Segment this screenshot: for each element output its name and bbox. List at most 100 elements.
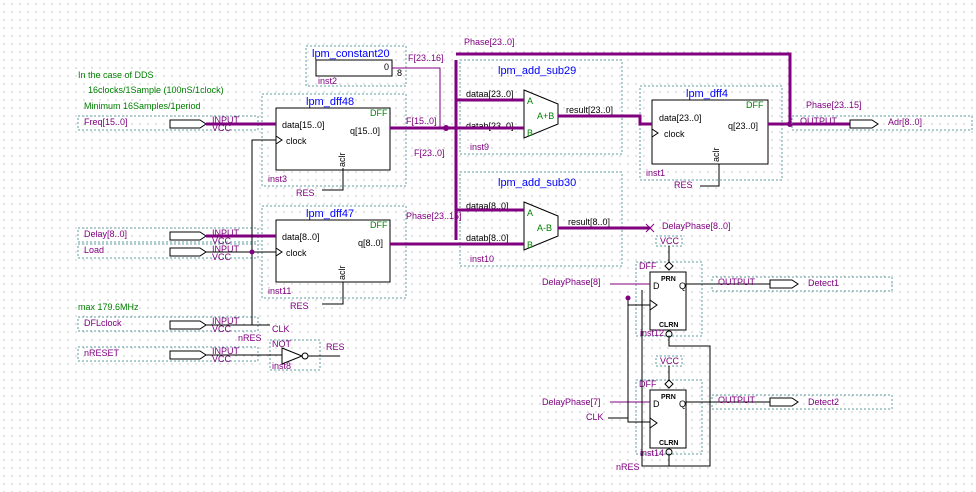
- port-adr-label: Adr[8..0]: [888, 117, 922, 127]
- dff48-type: DFF: [370, 108, 388, 118]
- ff12-clrn: CLRN: [659, 322, 678, 329]
- ff12-prn: PRN: [661, 276, 676, 283]
- port-nreset-vcc-tag: VCC: [212, 354, 232, 364]
- port-delay-vcc-tag: VCC: [212, 236, 232, 246]
- block-lpm-add-sub30[interactable]: lpm_add_sub30 dataa[8..0] datab[8..0] A …: [459, 171, 623, 267]
- port-load-label: Load: [84, 245, 104, 255]
- block-dff47-title: lpm_dff47: [306, 208, 354, 220]
- ff14-clrn: CLRN: [659, 440, 678, 447]
- port-delay-label: Delay[8..0]: [84, 229, 127, 239]
- add29-inst: inst9: [470, 142, 489, 152]
- net-clk2: CLK: [272, 324, 290, 334]
- add30-op: A-B: [537, 223, 552, 233]
- dff4-aclr-pin: aclr: [711, 147, 721, 162]
- port-dflclock-input-tag: INPUT: [212, 316, 240, 326]
- net-nres2: nRES: [616, 462, 640, 472]
- port-dflclock-vcc-tag: VCC: [212, 324, 232, 334]
- dff4-type: DFF: [746, 100, 764, 110]
- net-phase-23-15-left: Phase[23..15]: [406, 211, 462, 221]
- note-dds-title: In the case of DDS: [78, 70, 154, 80]
- add30-b: B: [527, 240, 533, 250]
- block-not-inst8[interactable]: NOT inst8: [269, 339, 321, 371]
- net-f-15-0: F[15..0]: [406, 116, 437, 126]
- dff48-q-pin: q[15..0]: [350, 126, 380, 136]
- ff12-inst: inst12: [640, 328, 664, 338]
- dff47-clock-pin: clock: [286, 248, 307, 258]
- port-load-input-tag: INPUT: [212, 244, 240, 254]
- port-adr-output-tag: OUTPUT: [800, 116, 838, 126]
- input-port-nreset[interactable]: nRESET INPUT VCC: [77, 346, 259, 364]
- dff4-q-pin: q[23..0]: [728, 121, 758, 131]
- block-lpm-dff47[interactable]: lpm_dff47 DFF data[8..0] clock q[8..0] a…: [261, 205, 407, 299]
- net-phase-23-15-right: Phase[23..15]: [806, 100, 862, 110]
- port-delay-input-tag: INPUT: [212, 228, 240, 238]
- add29-b: B: [527, 128, 533, 138]
- add30-a: A: [527, 208, 533, 218]
- input-port-delay[interactable]: Delay[8..0] INPUT VCC: [77, 227, 259, 246]
- net-res1: RES: [296, 188, 315, 198]
- net-res: RES: [326, 342, 345, 352]
- port-detect1-label: Detect1: [808, 278, 839, 288]
- ff12-type: DFF: [639, 261, 657, 271]
- dff48-clock-pin: clock: [286, 136, 307, 146]
- junction-dot: [249, 249, 255, 255]
- ff14-inst: inst14: [640, 448, 664, 458]
- wires: [206, 52, 850, 467]
- add30-result-pin: result[8..0]: [568, 217, 610, 227]
- dff47-type: DFF: [370, 220, 388, 230]
- note-dds-line2: Minimum 16Samples/1period: [84, 101, 201, 111]
- const20-val0: 0: [384, 62, 389, 72]
- ff12-vcc: VCC: [660, 236, 680, 246]
- dff4-inst: inst1: [646, 168, 665, 178]
- const20-inst: inst2: [318, 76, 337, 86]
- net-delayphase7: DelayPhase[7]: [542, 397, 601, 407]
- port-load-vcc-tag: VCC: [212, 252, 232, 262]
- port-nreset-input-tag: INPUT: [212, 346, 240, 356]
- input-port-dflclock[interactable]: DFLclock INPUT VCC: [77, 316, 259, 334]
- net-delayphase8: DelayPhase[8]: [542, 277, 601, 287]
- dff47-aclr-pin: aclr: [337, 265, 347, 280]
- note-max-freq: max 179.6MHz: [78, 302, 139, 312]
- net-res2: RES: [290, 301, 309, 311]
- not8-inst: inst8: [272, 361, 291, 371]
- net-res3: RES: [674, 180, 693, 190]
- input-port-freq[interactable]: Freq[15..0] INPUT VCC: [77, 115, 259, 133]
- dff48-inst: inst3: [268, 174, 287, 184]
- ff14-vcc: VCC: [660, 356, 680, 366]
- add29-result-pin: result[23..0]: [566, 105, 613, 115]
- net-labels: Phase[23..0] F[23..16] F[15..0] F[23..0]…: [238, 37, 862, 472]
- ff14-q: Q: [679, 399, 686, 409]
- port-nreset-label: nRESET: [84, 348, 120, 358]
- dff47-data-pin: data[8..0]: [282, 232, 320, 242]
- port-freq-vcc-tag: VCC: [212, 123, 232, 133]
- block-dff48-title: lpm_dff48: [306, 96, 354, 108]
- net-nres: nRES: [238, 333, 262, 343]
- const20-val8: 8: [397, 68, 402, 78]
- dff47-q-pin: q[8..0]: [358, 238, 383, 248]
- output-port-adr[interactable]: OUTPUT Adr[8..0]: [791, 115, 973, 131]
- net-f-23-16: F[23..16]: [408, 53, 444, 63]
- block-lpm-dff48[interactable]: lpm_dff48 DFF data[15..0] clock q[15..0]…: [261, 93, 407, 187]
- block-dff-inst12[interactable]: DFF PRN CLRN D Q VCC inst12: [635, 235, 703, 338]
- output-port-detect1[interactable]: OUTPUT Detect1: [711, 276, 893, 292]
- add30-dataa-pin: dataa[8..0]: [466, 201, 509, 211]
- port-freq-input-tag: INPUT: [212, 115, 240, 125]
- dff4-data-pin: data[23..0]: [659, 113, 702, 123]
- note-dds-line1: 16clocks/1Sample (100nS/1clock): [88, 85, 224, 95]
- block-lpm-dff4[interactable]: lpm_dff4 DFF data[23..0] clock q[23..0] …: [639, 85, 783, 181]
- add29-datab-pin: datab[23..0]: [466, 121, 514, 131]
- add29-dataa-pin: dataa[23..0]: [466, 89, 514, 99]
- ff14-d: D: [653, 399, 660, 409]
- net-delayphase: DelayPhase[8..0]: [662, 221, 731, 231]
- input-port-load[interactable]: Load INPUT VCC: [77, 243, 259, 262]
- output-port-detect2[interactable]: OUTPUT Detect2: [711, 394, 893, 410]
- dff48-data-pin: data[15..0]: [282, 120, 325, 130]
- block-lpm-add-sub29[interactable]: lpm_add_sub29 dataa[23..0] datab[23..0] …: [459, 59, 623, 155]
- block-add29-title: lpm_add_sub29: [498, 65, 576, 77]
- block-lpm-constant20[interactable]: lpm_constant20 0 8 inst2: [305, 45, 407, 87]
- net-f-23-0: F[23..0]: [414, 148, 445, 158]
- block-dff-inst14[interactable]: DFF PRN CLRN D Q VCC inst14: [635, 355, 703, 458]
- add29-a: A: [527, 96, 533, 106]
- port-detect1-output-tag: OUTPUT: [718, 277, 756, 287]
- net-clk: CLK: [586, 412, 604, 422]
